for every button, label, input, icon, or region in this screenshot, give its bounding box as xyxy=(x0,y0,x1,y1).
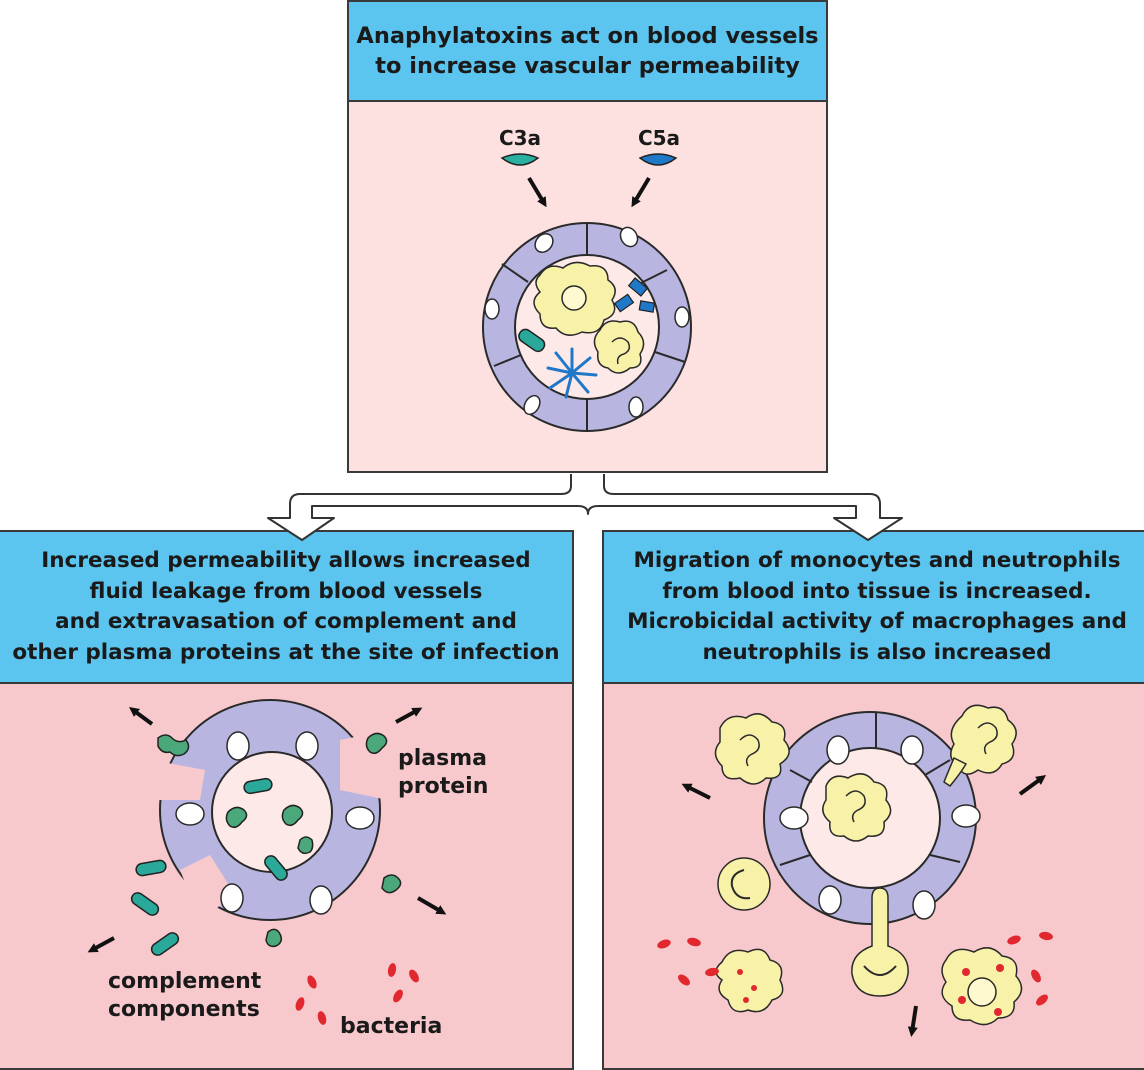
complement-components-label-line2: components xyxy=(108,997,260,1022)
plasma-protein-label-line1: plasma xyxy=(398,746,487,771)
branch-arrow xyxy=(267,474,903,541)
macrophage-icon-2 xyxy=(943,704,1017,787)
anaphylatoxin-panel-header: Anaphylatoxins act on blood vessels to i… xyxy=(349,2,826,102)
migration-panel-title: Migration of monocytes and neutrophils f… xyxy=(627,548,1127,665)
bacteria-label: bacteria xyxy=(340,1014,442,1039)
c3a-label: C3a xyxy=(499,126,541,150)
intact-blood-vessel-icon xyxy=(482,222,692,432)
bacteria-right-icon xyxy=(657,931,1053,1016)
activated-macrophage-icon xyxy=(941,947,1023,1026)
anaphylatoxin-panel-title: Anaphylatoxins act on blood vessels to i… xyxy=(356,23,819,79)
bacteria-icon xyxy=(295,963,419,1025)
macrophage-in-vessel-icon xyxy=(822,773,892,842)
c3a-icon xyxy=(500,153,540,166)
c3a-arrow-icon xyxy=(527,176,547,208)
leaky-blood-vessel-icon xyxy=(87,699,447,1025)
plasma-protein-label-line2: protein xyxy=(398,774,488,799)
neutrophil-icon-1 xyxy=(717,857,771,911)
permeability-panel-header: Increased permeability allows increased … xyxy=(0,532,572,684)
c5a-icon xyxy=(638,153,678,166)
macrophage-icon-1 xyxy=(714,713,790,785)
complement-components-label-line1: complement xyxy=(108,969,262,994)
c5a-arrow-icon xyxy=(631,176,651,208)
neutrophil-transmigrating-icon xyxy=(851,887,909,997)
macrophage-phagocytosing-icon xyxy=(715,948,784,1013)
permeability-panel-title: Increased permeability allows increased … xyxy=(12,548,560,665)
c5a-label: C5a xyxy=(638,126,680,150)
migration-panel-header: Migration of monocytes and neutrophils f… xyxy=(604,532,1144,684)
